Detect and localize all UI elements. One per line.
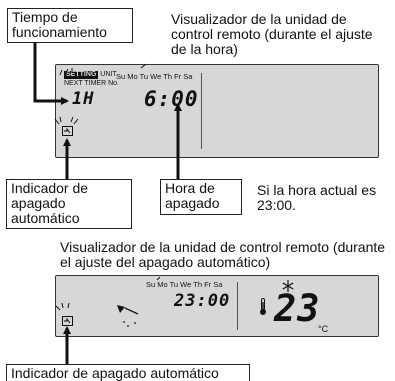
callout-hora-text: Hora de apagado (165, 180, 220, 211)
next-timer-label: NEXT TIMER No. (64, 80, 119, 87)
lcd-display-bottom: Su Mo Tu We Th Fr Sa 23:00 23 °C (55, 275, 379, 337)
callout-indicador-bottom-text: Indicador de apagado automático (11, 365, 219, 381)
fan-direction-icon (116, 304, 146, 330)
lcd-divider (201, 73, 203, 149)
si-la-hora-text: Si la hora actual es 23:00. (257, 182, 377, 213)
time-readout-bottom: 23:00 (174, 291, 231, 311)
lcd-display-top: SETTING UNIT NEXT TIMER No. Su Mo Tu We … (55, 64, 379, 158)
days-row-bottom: Su Mo Tu We Th Fr Sa (146, 280, 223, 289)
callout-indicador-apagado-bottom: Indicador de apagado automático (6, 364, 250, 381)
arrow-tiempo (33, 43, 69, 105)
callout-indicador-text: Indicador de apagado automático (11, 180, 89, 226)
blink-marks-bottom (55, 276, 161, 311)
callout-hora-apagado: Hora de apagado (160, 179, 242, 215)
visualizador-apagado-label: Visualizador de la unidad de control rem… (60, 239, 386, 270)
callout-tiempo-text: Tiempo de funcionamiento (12, 9, 107, 40)
unit-label: UNIT (100, 71, 117, 78)
timer-off-icon (62, 313, 73, 326)
time-readout-top: 6:00 (144, 87, 199, 111)
setting-badge-row: SETTING UNIT (64, 71, 117, 79)
lcd-divider-bottom (237, 282, 239, 330)
temperature-unit: °C (318, 324, 329, 334)
hours-readout: 1H (72, 89, 95, 109)
timer-off-icon (62, 123, 73, 136)
visualizador-hora-label: Visualizador de la unidad de control rem… (171, 11, 373, 57)
blink-marks-top (54, 63, 147, 125)
callout-tiempo-funcionamiento: Tiempo de funcionamiento (7, 8, 133, 43)
setting-badge: SETTING (64, 71, 99, 79)
days-row-top: Su Mo Tu We Th Fr Sa (116, 72, 193, 81)
temperature-readout: 23 (274, 287, 321, 330)
thermometer-icon (259, 298, 267, 316)
callout-indicador-apagado: Indicador de apagado automático (6, 179, 132, 229)
snowflake-icon (282, 279, 294, 292)
